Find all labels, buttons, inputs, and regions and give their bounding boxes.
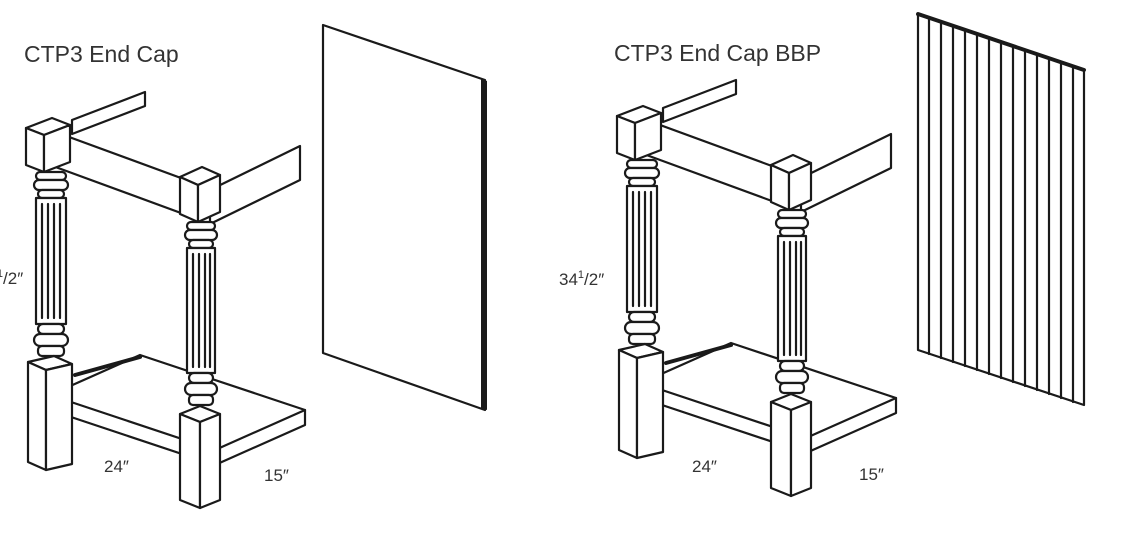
left-depth-label: 15″ [264, 466, 289, 485]
right-height-label: 341/2″ [559, 269, 604, 289]
left-endcap-figure [24, 23, 487, 510]
left-title: CTP3 End Cap [24, 41, 179, 67]
right-depth-label: 15″ [859, 465, 884, 484]
right-endcap-frame [615, 78, 898, 498]
right-beadboard-panel [916, 12, 1086, 407]
left-height-label: 341/2″ [0, 268, 23, 288]
left-end-panel-edge [481, 79, 487, 410]
right-width-label: 24″ [692, 457, 717, 476]
right-title: CTP3 End Cap BBP [614, 40, 821, 66]
left-width-label: 24″ [104, 457, 129, 476]
left-endcap-frame [24, 90, 307, 510]
left-end-panel [321, 23, 487, 412]
right-endcap-figure [615, 12, 1086, 498]
